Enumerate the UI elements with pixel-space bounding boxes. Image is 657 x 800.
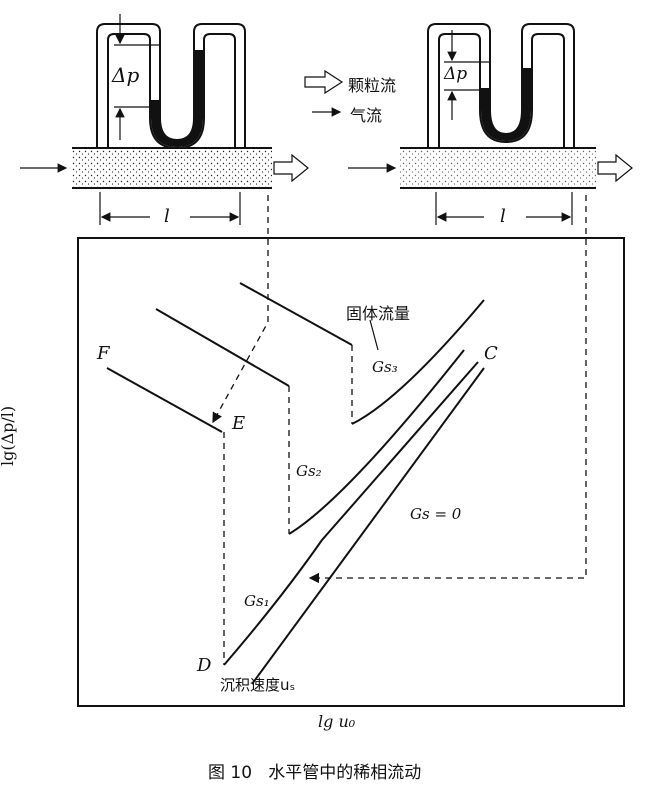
- curve-gs2-upper: [155, 308, 290, 387]
- length-label-right: l: [500, 206, 506, 227]
- curves: [106, 282, 485, 685]
- curve-gs2-lower: [288, 349, 465, 535]
- left-outlet-arrow: [273, 153, 309, 183]
- curve-gs3-upper: [239, 282, 353, 346]
- point-E-label: E: [232, 413, 246, 434]
- legend: [304, 69, 344, 117]
- dp-label-right: Δp: [444, 64, 468, 84]
- legend-particle-flow-label: 颗粒流: [348, 76, 397, 95]
- right-manometer-fluid: [481, 68, 531, 141]
- right-pipe: [400, 148, 596, 188]
- right-connector: [308, 195, 587, 584]
- solids-flux-label: 固体流量: [346, 304, 411, 323]
- length-label-left: l: [164, 206, 170, 227]
- gs0-label: Gs = 0: [410, 505, 462, 523]
- left-apparatus: [20, 14, 309, 225]
- legend-gas-flow-label: 气流: [350, 106, 383, 125]
- left-connector: [212, 195, 269, 424]
- solids-flux-pointer: [369, 319, 379, 351]
- curve-gs3-lower: [351, 299, 485, 425]
- gs1-label: Gs₁: [244, 592, 270, 610]
- point-C-label: C: [484, 343, 498, 364]
- particle-flow-icon: [304, 69, 344, 95]
- figure-caption: 图 10 水平管中的稀相流动: [208, 763, 422, 783]
- right-outlet-arrow: [597, 153, 633, 183]
- curve-gs1-upper: [106, 367, 223, 433]
- gs3-label: Gs₃: [372, 358, 398, 376]
- gs2-label: Gs₂: [296, 462, 322, 480]
- chart-frame: [77, 237, 625, 707]
- dp-label-left: Δp: [112, 63, 140, 87]
- left-manometer-fluid: [151, 50, 203, 147]
- left-pipe: [72, 148, 272, 188]
- x-axis-label: lg u₀: [318, 712, 356, 731]
- curve-gs0: [251, 367, 485, 685]
- right-apparatus: [348, 23, 633, 225]
- saltation-velocity-label: 沉积速度uₛ: [220, 676, 296, 694]
- point-F-label: F: [97, 343, 110, 364]
- y-axis-label: lg(Δp/l): [0, 405, 17, 466]
- curve-gs1-lower: [223, 361, 479, 666]
- point-D-label: D: [197, 655, 212, 676]
